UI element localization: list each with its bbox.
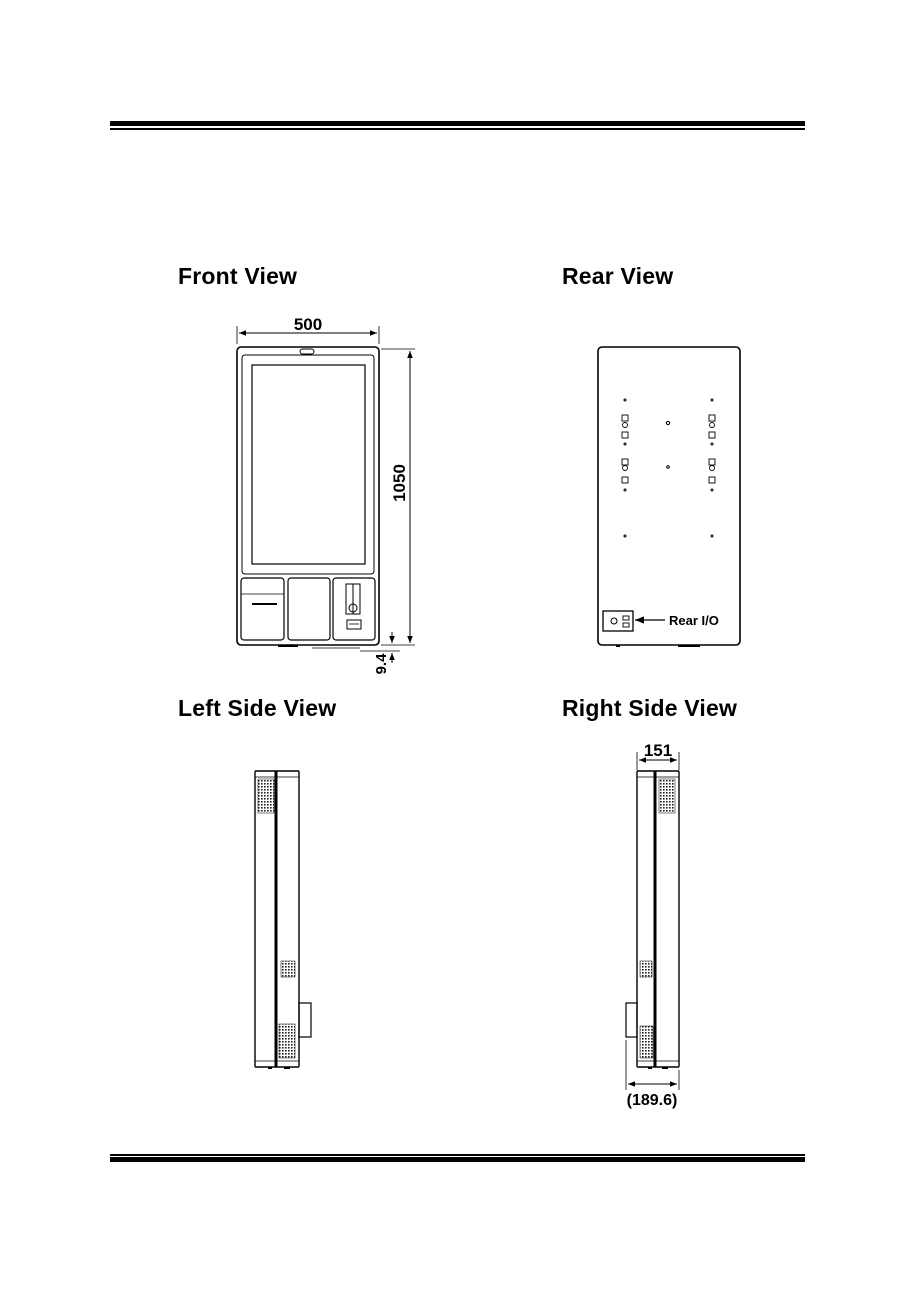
rear-body-outline (598, 347, 740, 645)
front-camera (300, 349, 314, 354)
front-reader-panel (333, 578, 375, 640)
left-vent-middle (281, 961, 295, 977)
front-printer-panel (241, 578, 284, 640)
rear-io-panel (603, 611, 633, 631)
right-depth-label: 151 (644, 741, 672, 760)
rear-view-drawing (598, 347, 740, 646)
front-screen (252, 365, 365, 564)
front-width-label: 500 (294, 315, 322, 334)
right-vent-bottom (640, 1026, 653, 1058)
right-side-drawing (626, 752, 679, 1090)
right-body-outline (637, 771, 679, 1067)
front-offset-label: 9.4 (373, 653, 390, 675)
left-reader-bump (299, 1003, 311, 1037)
right-vent-top (659, 779, 675, 813)
left-side-drawing (255, 771, 311, 1068)
right-vent-middle (640, 961, 652, 977)
front-height-label: 1050 (390, 464, 409, 502)
left-vent-top (258, 779, 274, 813)
front-view-drawing (237, 326, 415, 663)
right-overall-depth-label: (189.6) (627, 1092, 678, 1109)
front-middle-panel (288, 578, 330, 640)
left-vent-bottom (279, 1024, 295, 1058)
rear-io-label: Rear I/O (669, 613, 719, 628)
front-body-outline (237, 347, 379, 645)
right-reader-bump (626, 1003, 637, 1037)
front-bezel (242, 355, 374, 574)
